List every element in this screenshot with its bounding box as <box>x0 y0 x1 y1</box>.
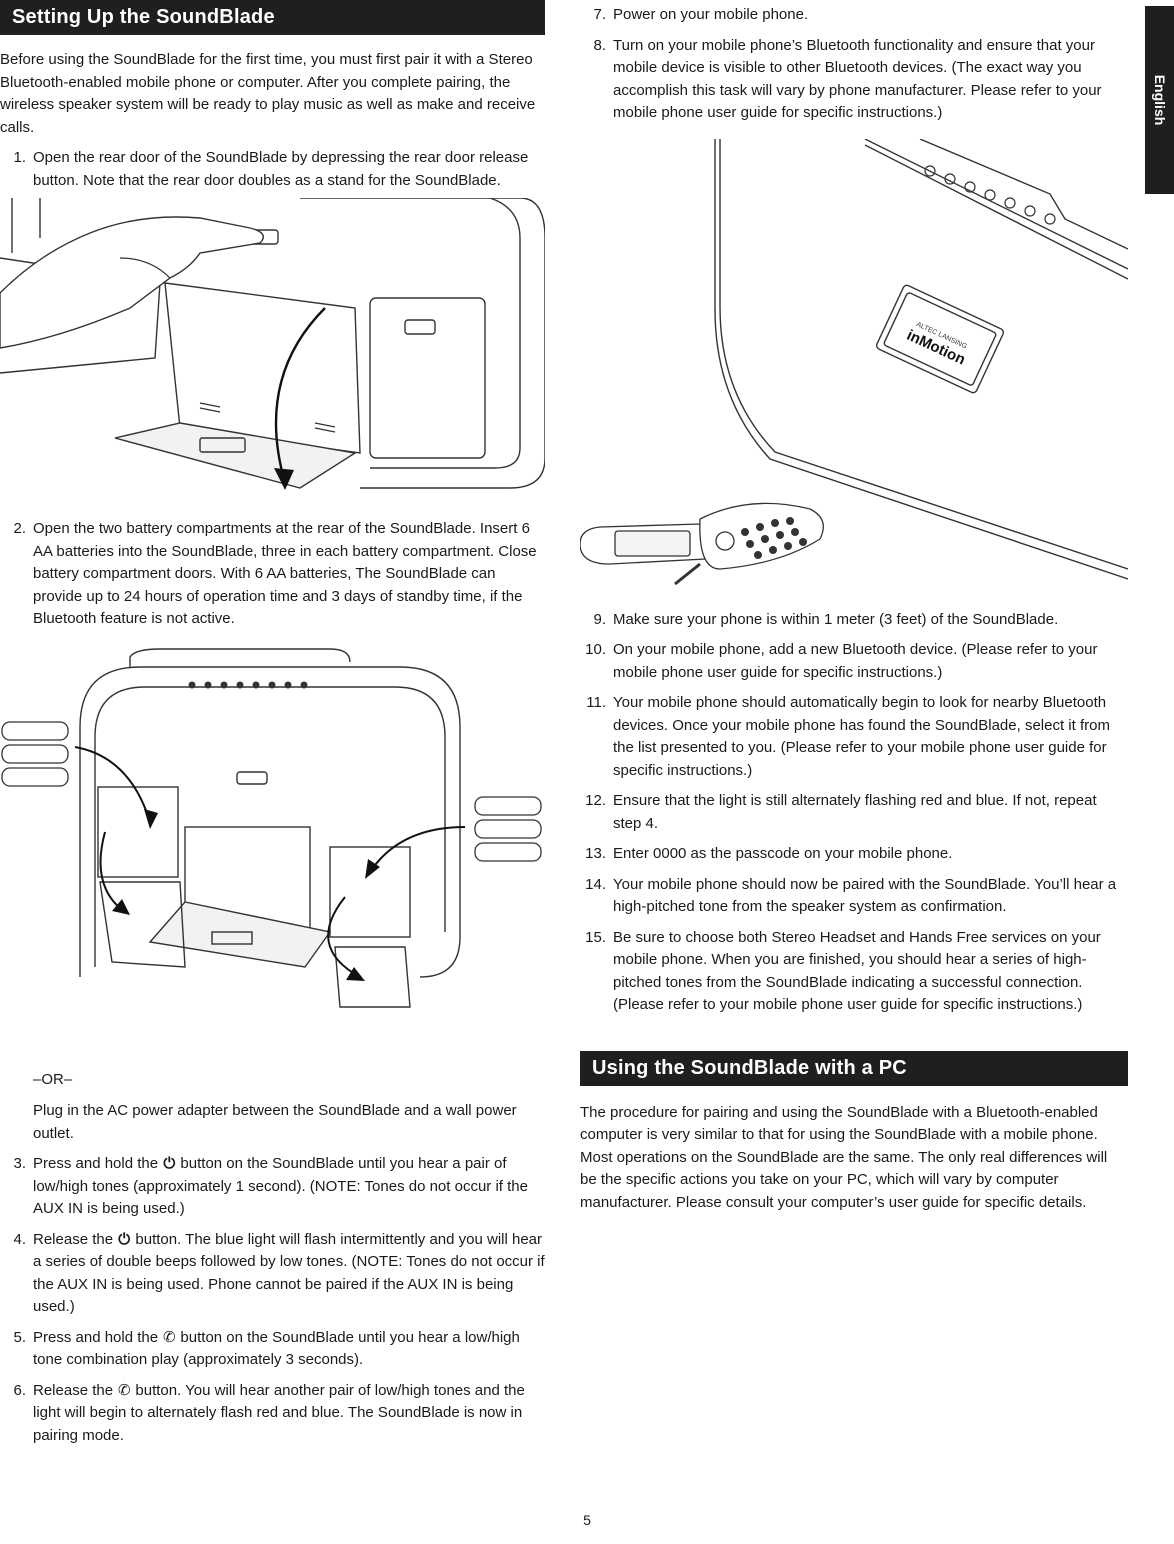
step-12: 12. Ensure that the light is still alter… <box>585 792 1097 832</box>
step-15: 15. Be sure to choose both Stereo Headse… <box>585 928 1101 1014</box>
step-6: 6. Release the ✆ button. You will hear a… <box>13 1381 525 1444</box>
steps-list-4: 7. Power on your mobile phone. 8. Turn o… <box>580 4 1128 125</box>
page-number: 5 <box>583 1512 591 1528</box>
step-11: 11. Your mobile phone should automatical… <box>586 694 1110 779</box>
rear-door-illustration <box>0 198 545 490</box>
step-2: 2. Open the two battery compartments at … <box>13 520 537 627</box>
hand-shape <box>0 216 264 349</box>
right-column: 7. Power on your mobile phone. 8. Turn o… <box>580 0 1128 1214</box>
section-heading-setup: Setting Up the SoundBlade <box>0 0 545 35</box>
step-13: 13. Enter 0000 as the passcode on your m… <box>585 845 953 862</box>
power-icon: ⏻ <box>163 1155 176 1172</box>
mobile-phone-drawing <box>580 502 824 570</box>
steps-list-2: 2. Open the two battery compartments at … <box>0 518 545 631</box>
step-8: 8. Turn on your mobile phone’s Bluetooth… <box>593 36 1102 122</box>
step-5: 5. Press and hold the ✆ button on the So… <box>13 1328 520 1369</box>
ac-adapter-text: Plug in the AC power adapter between the… <box>33 1102 517 1142</box>
step-14: 14. Your mobile phone should now be pair… <box>585 875 1117 916</box>
step-2-text: Open the two battery compartments at the… <box>33 520 537 627</box>
phone-pairing-illustration: ALTEC LANSING inMotion <box>580 138 1128 585</box>
section-heading-pc: Using the SoundBlade with a PC <box>580 1050 1128 1086</box>
step-4: 4. Release the ⏻ button. The blue light … <box>13 1230 545 1316</box>
step-3: 3. Press and hold the ⏻ button on the So… <box>13 1155 528 1217</box>
steps-list-1: 1. Open the rear door of the SoundBlade … <box>0 147 545 192</box>
step-10: 10. On your mobile phone, add a new Blue… <box>585 641 1098 681</box>
or-divider: –OR– <box>33 1070 73 1088</box>
steps-list-3: 3. Press and hold the ⏻ button on the So… <box>0 1153 545 1447</box>
step-9: 9. Make sure your phone is within 1 mete… <box>593 610 1059 628</box>
language-tab: English <box>1145 6 1174 194</box>
steps-list-5: 9. Make sure your phone is within 1 mete… <box>580 609 1128 1017</box>
pc-paragraph: The procedure for pairing and using the … <box>580 1103 1108 1211</box>
phone-icon: ✆ <box>117 1381 131 1399</box>
phone-icon: ✆ <box>162 1328 176 1346</box>
left-column: Setting Up the SoundBlade Before using t… <box>0 0 545 1447</box>
step-1-text: Open the rear door of the SoundBlade by … <box>33 149 529 189</box>
battery-compartments-illustration <box>1 647 542 1008</box>
step-1: 1. Open the rear door of the SoundBlade … <box>13 149 529 189</box>
step-7: 7. Power on your mobile phone. <box>593 6 809 23</box>
language-tab-label: English <box>1151 74 1168 126</box>
intro-paragraph: Before using the SoundBlade for the firs… <box>0 51 536 136</box>
power-icon: ⏻ <box>118 1230 131 1248</box>
